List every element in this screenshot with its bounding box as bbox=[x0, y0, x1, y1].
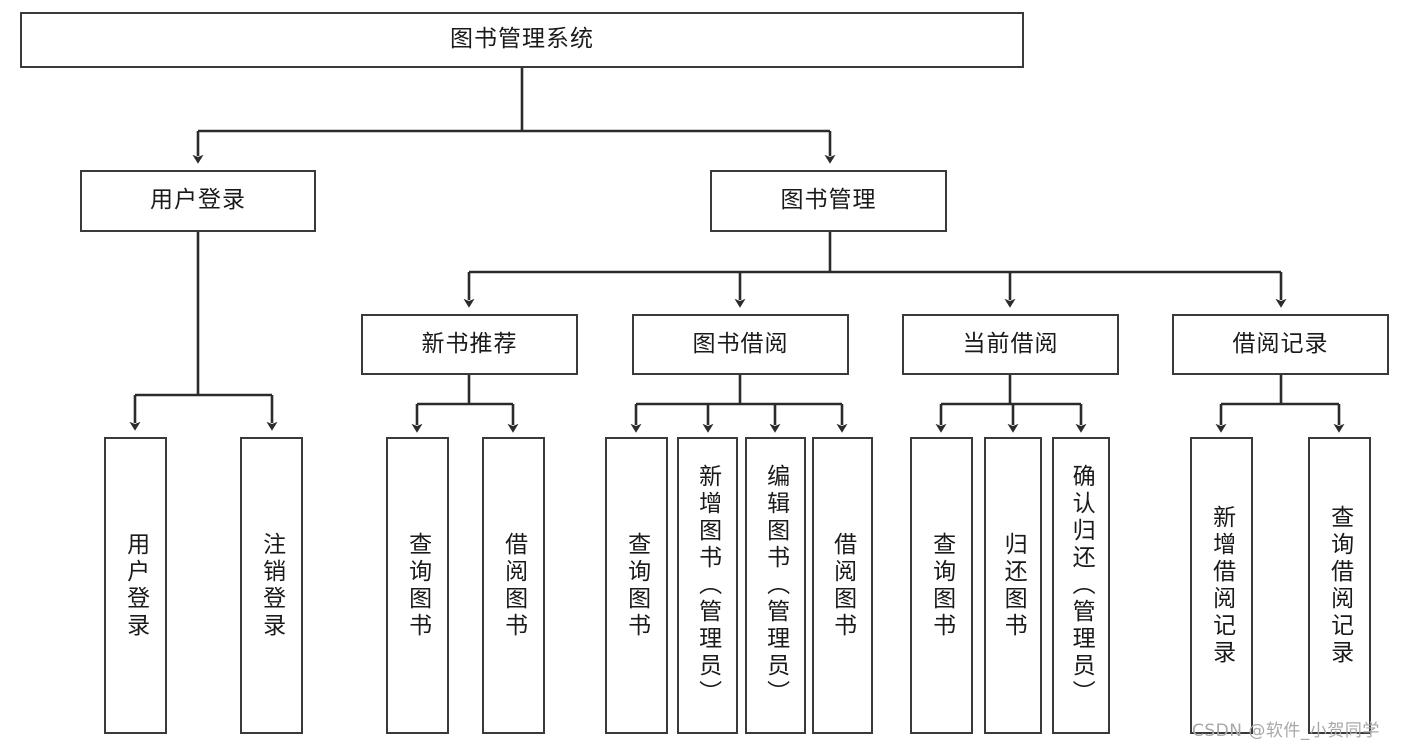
node-leaf-query-borrow-record[interactable]: 查询借阅记录 bbox=[1308, 437, 1371, 734]
node-leaf-query-borrow-record-label: 查询借阅记录 bbox=[1326, 504, 1353, 667]
node-new-book-recommend[interactable]: 新书推荐 bbox=[361, 314, 578, 375]
node-leaf-add-borrow-record-label: 新增借阅记录 bbox=[1208, 504, 1235, 667]
node-leaf-query-book-2-label: 查询图书 bbox=[623, 531, 650, 640]
node-leaf-logout[interactable]: 注销登录 bbox=[240, 437, 303, 734]
node-leaf-borrow-book-1-label: 借阅图书 bbox=[500, 531, 527, 640]
node-leaf-borrow-book-1[interactable]: 借阅图书 bbox=[482, 437, 545, 734]
node-leaf-return-book-label: 归还图书 bbox=[1000, 531, 1027, 640]
node-current-borrow[interactable]: 当前借阅 bbox=[902, 314, 1119, 375]
node-leaf-query-book-1-label: 查询图书 bbox=[404, 531, 431, 640]
node-user-login[interactable]: 用户登录 bbox=[80, 170, 316, 232]
node-user-login-label: 用户登录 bbox=[150, 187, 246, 214]
node-leaf-confirm-return-label: 确认归还（管理员） bbox=[1068, 464, 1095, 707]
node-leaf-query-book-3-label: 查询图书 bbox=[928, 531, 955, 640]
node-borrow-record[interactable]: 借阅记录 bbox=[1172, 314, 1389, 375]
node-leaf-add-book[interactable]: 新增图书（管理员） bbox=[677, 437, 738, 734]
node-leaf-add-borrow-record[interactable]: 新增借阅记录 bbox=[1190, 437, 1253, 734]
node-book-borrow-label: 图书借阅 bbox=[692, 330, 789, 357]
node-leaf-query-book-1[interactable]: 查询图书 bbox=[386, 437, 449, 734]
node-leaf-edit-book-label: 编辑图书（管理员） bbox=[762, 464, 789, 707]
node-leaf-logout-label: 注销登录 bbox=[258, 531, 285, 640]
node-new-book-recommend-label: 新书推荐 bbox=[421, 330, 518, 357]
node-leaf-confirm-return[interactable]: 确认归还（管理员） bbox=[1052, 437, 1110, 734]
node-leaf-borrow-book-2-label: 借阅图书 bbox=[829, 531, 856, 640]
node-leaf-borrow-book-2[interactable]: 借阅图书 bbox=[812, 437, 873, 734]
node-leaf-user-login[interactable]: 用户登录 bbox=[104, 437, 167, 734]
node-current-borrow-label: 当前借阅 bbox=[962, 330, 1059, 357]
node-leaf-query-book-3[interactable]: 查询图书 bbox=[910, 437, 973, 734]
node-leaf-edit-book[interactable]: 编辑图书（管理员） bbox=[745, 437, 806, 734]
node-book-management-label: 图书管理 bbox=[780, 187, 877, 214]
csdn-watermark: CSDN @软件_小贺同学 bbox=[1192, 721, 1380, 741]
node-leaf-query-book-2[interactable]: 查询图书 bbox=[605, 437, 668, 734]
node-leaf-return-book[interactable]: 归还图书 bbox=[984, 437, 1042, 734]
node-leaf-add-book-label: 新增图书（管理员） bbox=[694, 464, 721, 707]
node-leaf-user-login-label: 用户登录 bbox=[122, 531, 149, 640]
node-root-book-management-system[interactable]: 图书管理系统 bbox=[20, 12, 1024, 68]
node-book-management[interactable]: 图书管理 bbox=[710, 170, 947, 232]
node-root-label: 图书管理系统 bbox=[450, 26, 594, 53]
node-borrow-record-label: 借阅记录 bbox=[1232, 330, 1329, 357]
node-book-borrow[interactable]: 图书借阅 bbox=[632, 314, 849, 375]
